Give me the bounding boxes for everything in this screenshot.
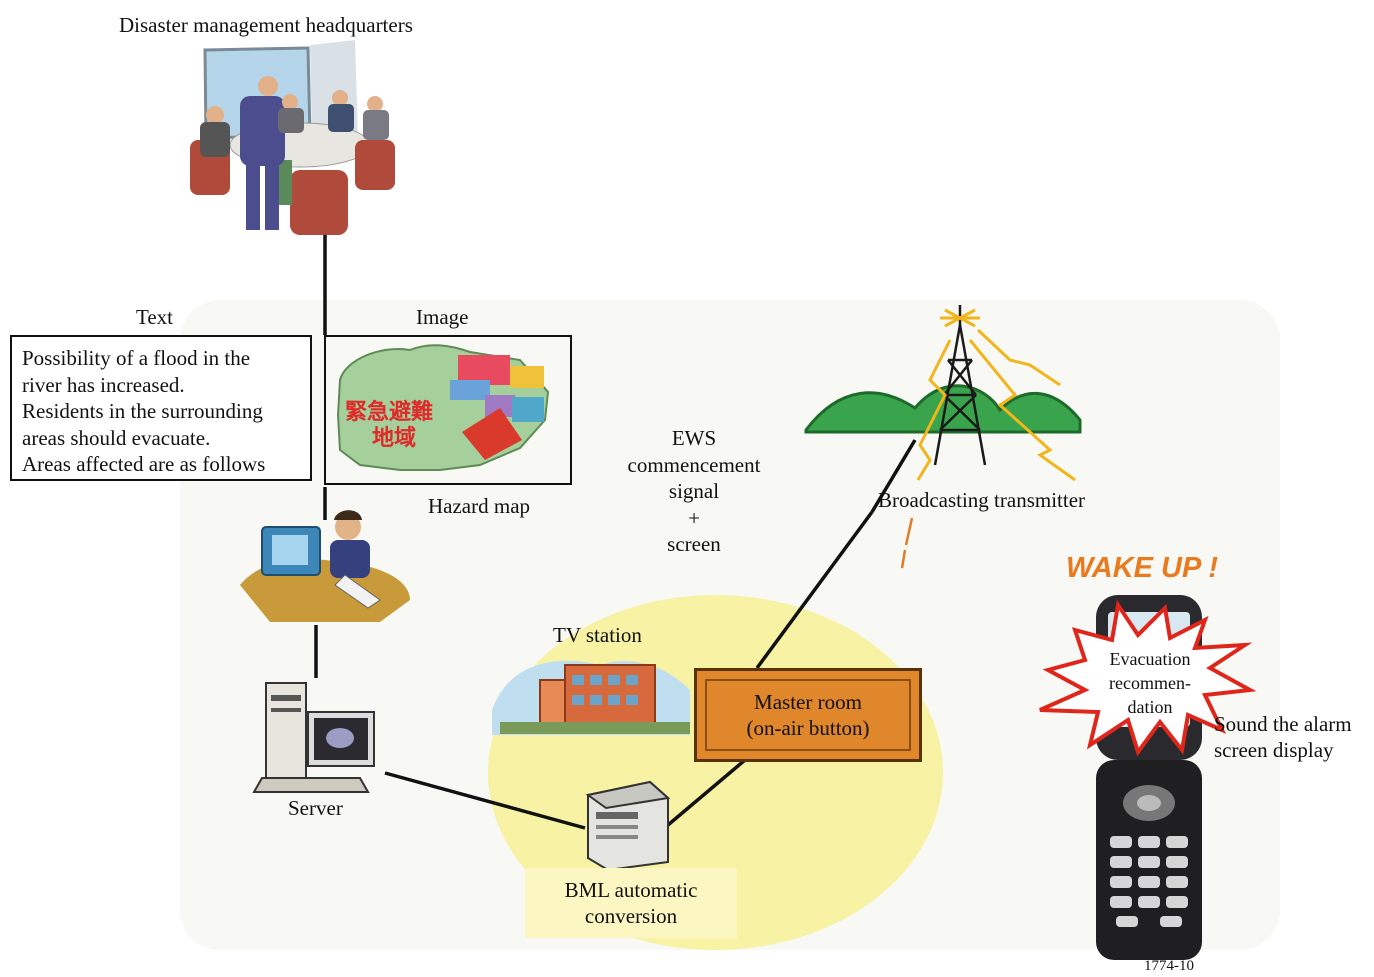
- tv-station-illustration: [492, 660, 690, 735]
- transmitter-label: Broadcasting transmitter: [878, 488, 1086, 512]
- bml-line1: BML automatic: [564, 878, 698, 902]
- master-room-line2: (on-air button): [746, 716, 870, 740]
- text-line: river has increased.: [22, 372, 185, 397]
- headquarters-label: Disaster management headquarters: [119, 13, 413, 37]
- text-line: areas should evacuate.: [22, 425, 211, 450]
- image-panel: [324, 335, 572, 485]
- ews-line: signal: [668, 479, 720, 503]
- ews-signal-label: EWS commencement signal + screen: [610, 425, 778, 558]
- evacuation-line: dation: [1127, 697, 1173, 717]
- ews-line: EWS: [671, 426, 717, 450]
- master-room-box: Master room (on-air button): [694, 668, 922, 762]
- hazard-map-text-line1: 緊急避難: [345, 400, 434, 425]
- hazard-map-text-line2: 地域: [372, 426, 417, 451]
- ews-line: +: [688, 505, 700, 530]
- alarm-burst: [1039, 599, 1257, 757]
- tv-station-label: TV station: [553, 623, 642, 647]
- server-label: Server: [288, 796, 343, 820]
- bml-line2: conversion: [584, 904, 678, 928]
- image-panel-header: Image: [416, 305, 469, 329]
- hazard-map-illustration: [336, 344, 550, 471]
- alarm-line2: screen display: [1214, 738, 1334, 762]
- ews-line: screen: [667, 532, 721, 556]
- ews-line: commencement: [627, 452, 761, 477]
- server-illustration: [252, 682, 375, 793]
- alarm-line1: Sound the alarm: [1214, 712, 1352, 736]
- text-line: Possibility of a flood in the: [22, 346, 251, 370]
- figure-number: 1774-10: [1144, 958, 1194, 974]
- text-line: Areas affected are as follows: [22, 452, 266, 476]
- master-to-transmitter-line: [755, 510, 874, 670]
- bml-to-master-line: [666, 758, 747, 827]
- evacuation-line: recommen-: [1109, 673, 1191, 693]
- mobile-phone-illustration: [1039, 595, 1257, 960]
- server-to-bml-line: [384, 771, 586, 830]
- transmitter-upper-line: [870, 439, 917, 513]
- text-panel-header: Text: [136, 305, 174, 329]
- broadcasting-transmitter-illustration: [804, 305, 1082, 569]
- master-room-line1: Master room: [754, 690, 862, 714]
- bml-conversion-box: BML automatic conversion: [525, 868, 737, 938]
- master-room-inner: Master room (on-air button): [705, 679, 911, 751]
- evacuation-line: Evacuation: [1109, 649, 1191, 669]
- wake-up-alert: WAKE UP !: [1066, 552, 1218, 584]
- operator-illustration: [240, 510, 410, 622]
- bml-machine-illustration: [585, 780, 671, 872]
- text-panel: Possibility of a flood in the river has …: [10, 335, 312, 481]
- evacuation-text: Evacuation recommen- dation: [1092, 647, 1208, 719]
- text-line: Residents in the surrounding: [22, 399, 263, 423]
- headquarters-illustration: [190, 40, 395, 235]
- hazard-map-caption: Hazard map: [428, 494, 531, 518]
